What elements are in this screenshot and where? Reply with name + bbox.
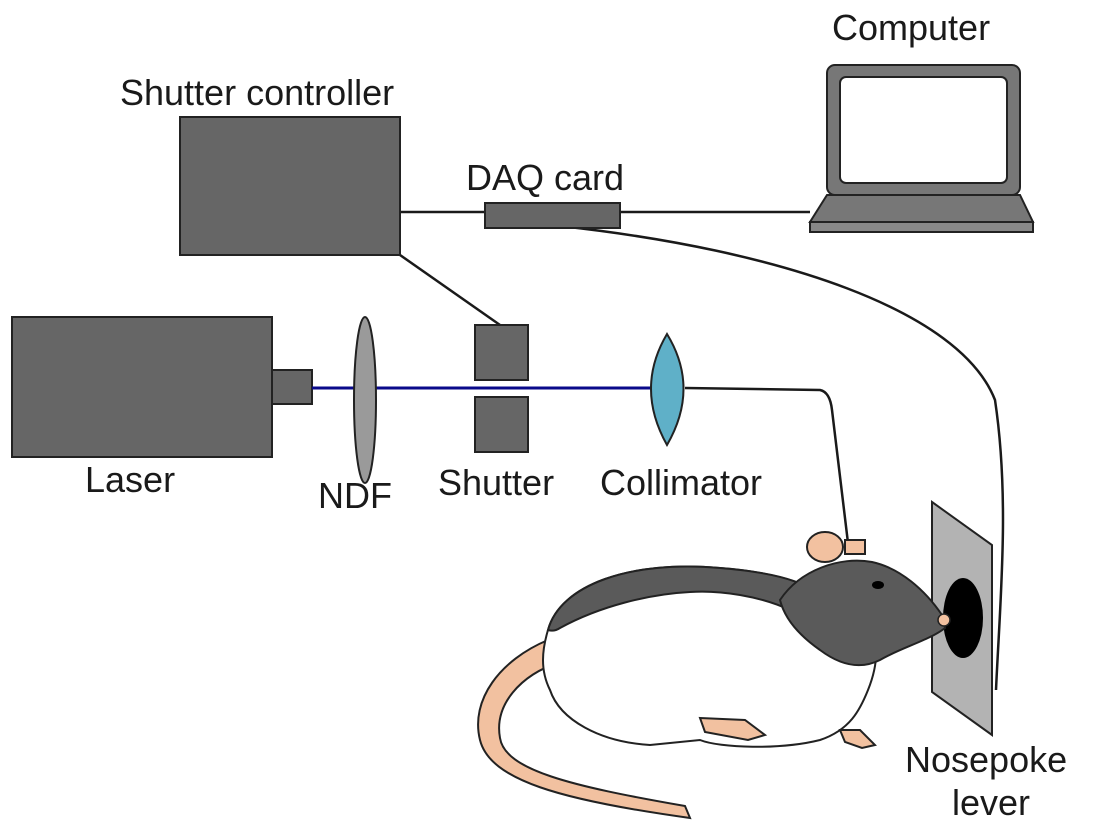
laser-body xyxy=(11,316,273,458)
shutter-lower-blade xyxy=(474,396,529,453)
shutter-controller-label: Shutter controller xyxy=(120,72,394,113)
daq-card-box xyxy=(484,202,621,229)
nosepoke-label-line1: Nosepoke xyxy=(905,739,1067,780)
shutter-upper-blade xyxy=(474,324,529,381)
laser-label: Laser xyxy=(85,459,175,500)
wire-daq-to-nosepoke-lever xyxy=(559,224,1005,691)
collimator-label: Collimator xyxy=(600,462,762,503)
daq-card-label: DAQ card xyxy=(466,157,624,198)
shutter-controller-box xyxy=(179,116,401,256)
ndf-filter-icon xyxy=(353,316,377,484)
collimator-lens-icon xyxy=(650,332,685,448)
rat-eye xyxy=(872,581,884,589)
computer-laptop-icon xyxy=(808,64,1035,233)
rat-fur-patch xyxy=(546,565,817,632)
rat-nose xyxy=(937,613,951,627)
rat-tail xyxy=(477,638,692,820)
fiber-implant xyxy=(844,539,866,555)
rat-head xyxy=(778,559,947,667)
optical-fiber xyxy=(684,386,850,544)
rat-illustration xyxy=(477,531,951,820)
nosepoke-label-line2: lever xyxy=(952,782,1030,823)
computer-label: Computer xyxy=(832,7,990,48)
rat-front-paw xyxy=(838,729,877,750)
laser-aperture xyxy=(271,369,313,405)
shutter-label: Shutter xyxy=(438,462,554,503)
rat-ear xyxy=(806,531,844,563)
ndf-label: NDF xyxy=(318,475,392,516)
nosepoke-hole xyxy=(943,578,983,658)
wire-controller-to-shutter xyxy=(399,253,501,327)
rat-hind-foot xyxy=(698,716,768,742)
